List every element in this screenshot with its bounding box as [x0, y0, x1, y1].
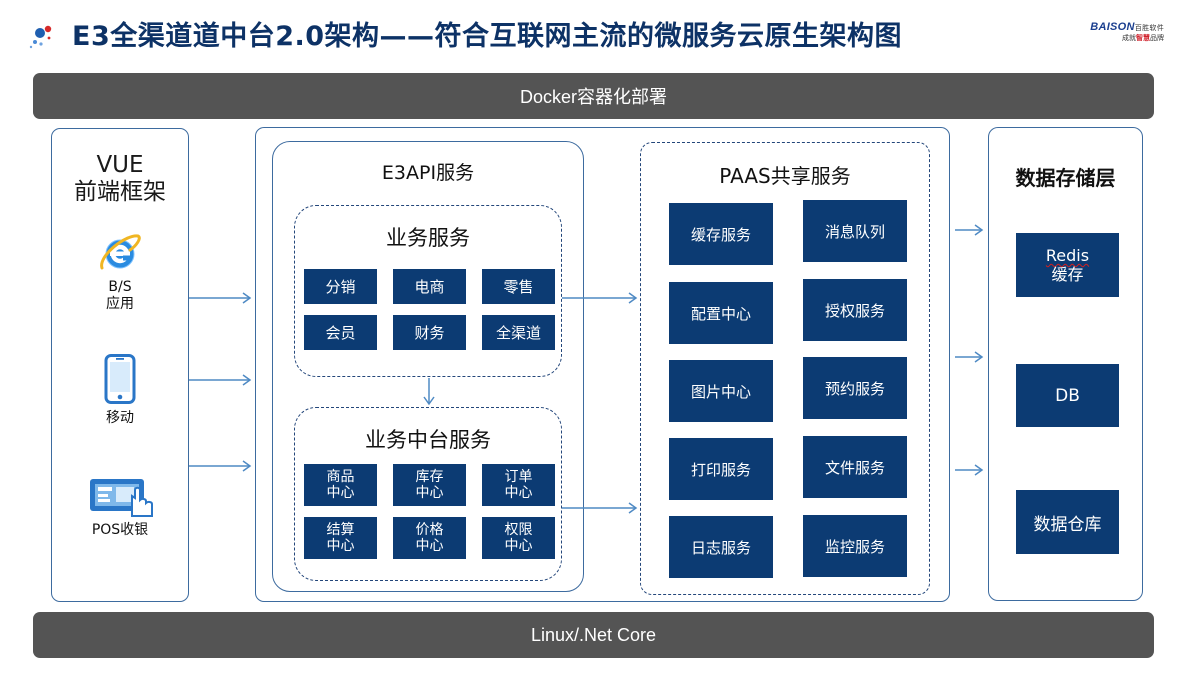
center-tile-price-l2: 中心: [415, 538, 444, 554]
center-tile-product: 商品中心: [304, 464, 377, 506]
storage-tile-warehouse: 数据仓库: [1016, 490, 1119, 554]
arrow-mobile-to-api: [189, 374, 252, 386]
center-tile-order-l1: 订单: [504, 469, 533, 485]
arrow-business-to-middle: [423, 378, 435, 406]
logo-slogan-red: 智慧: [1136, 35, 1150, 42]
service-tile-distribution: 分销: [304, 269, 377, 304]
pos-label: POS收银: [91, 522, 149, 538]
center-tile-order-l2: 中心: [504, 485, 533, 501]
frontend-title-line2: 前端框架: [74, 179, 166, 205]
logo-slogan-pre: 成就: [1122, 35, 1136, 42]
service-tile-member: 会员: [304, 315, 377, 350]
mobile-phone-icon: [103, 354, 137, 404]
center-tile-inventory: 库存中心: [393, 464, 466, 506]
storage-redis-l1: Redis: [1045, 246, 1090, 265]
arrow-business-to-paas: [562, 292, 638, 304]
business-services-title: 业务服务: [386, 226, 470, 250]
frontend-title-line1: VUE: [96, 152, 144, 178]
service-tile-retail: 零售: [482, 269, 555, 304]
service-tile-finance: 财务: [393, 315, 466, 350]
center-tile-settlement-l2: 中心: [326, 538, 355, 554]
paas-tile-config: 配置中心: [669, 282, 773, 344]
arrow-middle-to-paas: [562, 502, 638, 514]
center-tile-price-l1: 价格: [415, 522, 444, 538]
storage-redis-l2: 缓存: [1051, 265, 1084, 284]
paas-tile-auth: 授权服务: [803, 279, 907, 341]
center-tile-settlement: 结算中心: [304, 517, 377, 559]
frontend-title: VUE 前端框架: [51, 152, 189, 206]
center-tile-price: 价格中心: [393, 517, 466, 559]
arrow-bs-to-api: [189, 292, 252, 304]
paas-tile-print: 打印服务: [669, 438, 773, 500]
docker-deployment-bar: Docker容器化部署: [33, 73, 1154, 119]
center-tile-product-l2: 中心: [326, 485, 355, 501]
center-tile-permission: 权限中心: [482, 517, 555, 559]
logo-brand-cn: 百胜软件: [1134, 25, 1164, 32]
paas-tile-log: 日志服务: [669, 516, 773, 578]
paas-title: PAAS共享服务: [719, 164, 851, 188]
center-tile-settlement-l1: 结算: [326, 522, 355, 538]
title-decoration-icon: [28, 22, 58, 50]
arrow-paas-to-redis: [955, 224, 984, 236]
storage-tile-redis: Redis 缓存: [1016, 233, 1119, 297]
e3api-title: E3API服务: [381, 162, 475, 184]
center-tile-permission-l1: 权限: [504, 522, 533, 538]
storage-tile-db: DB: [1016, 364, 1119, 427]
arrow-paas-to-warehouse: [955, 464, 984, 476]
center-tile-inventory-l1: 库存: [415, 469, 444, 485]
center-tile-order: 订单中心: [482, 464, 555, 506]
service-tile-ecommerce: 电商: [393, 269, 466, 304]
logo-slogan-post: 品牌: [1150, 35, 1164, 42]
storage-title: 数据存储层: [1015, 166, 1116, 190]
bs-app-label: B/S 应用: [51, 279, 189, 313]
service-tile-omnichannel: 全渠道: [482, 315, 555, 350]
brand-logo: BAISON百胜软件 成就智慧品牌: [1090, 21, 1164, 43]
center-tile-permission-l2: 中心: [504, 538, 533, 554]
arrow-paas-to-db: [955, 351, 984, 363]
middle-platform-title: 业务中台服务: [365, 428, 491, 452]
page-title: E3全渠道道中台2.0架构——符合互联网主流的微服务云原生架构图: [72, 21, 903, 52]
paas-tile-monitor: 监控服务: [803, 515, 907, 577]
bs-app-label-line2: 应用: [106, 296, 134, 312]
arrow-pos-to-api: [189, 460, 252, 472]
pos-terminal-icon: [88, 476, 154, 520]
bs-app-label-line1: B/S: [108, 279, 132, 295]
paas-tile-image: 图片中心: [669, 360, 773, 422]
browser-icon: [96, 228, 144, 276]
paas-tile-reservation: 预约服务: [803, 357, 907, 419]
linux-netcore-bar: Linux/.Net Core: [33, 612, 1154, 658]
center-tile-inventory-l2: 中心: [415, 485, 444, 501]
paas-tile-cache: 缓存服务: [669, 203, 773, 265]
logo-brand: BAISON: [1090, 21, 1135, 33]
paas-tile-message-queue: 消息队列: [803, 200, 907, 262]
mobile-label: 移动: [106, 410, 134, 426]
paas-tile-file: 文件服务: [803, 436, 907, 498]
center-tile-product-l1: 商品: [326, 469, 355, 485]
